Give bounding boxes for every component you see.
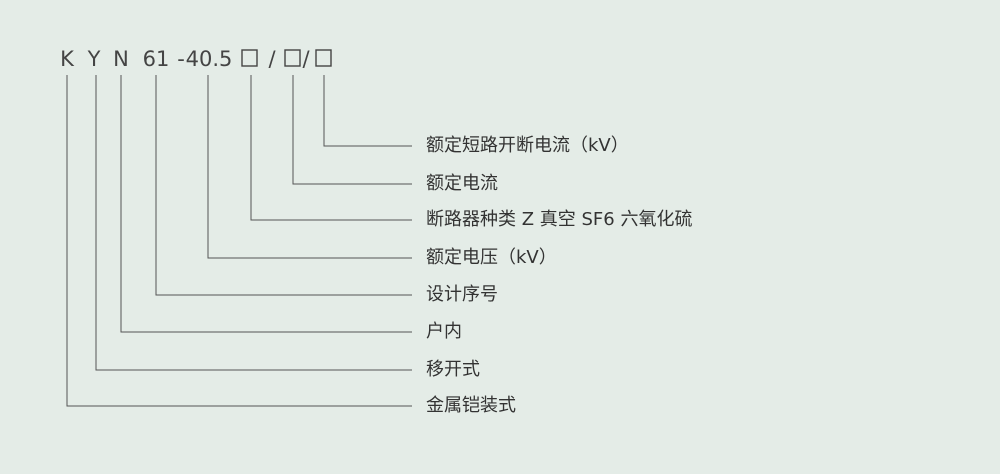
code-slash-2: / [302,47,310,71]
label-indoor: 户内 [426,321,462,342]
code-char-k: K [60,47,75,71]
code-voltage: 40.5 [186,47,233,71]
label-rated-short-circuit-breaking-current: 额定短路开断电流（kV） [426,135,629,156]
label-breaker-type: 断路器种类 Z 真空 SF6 六氧化硫 [426,209,693,230]
label-design-serial: 设计序号 [426,284,498,305]
leader-line-rated-voltage [207,75,412,259]
label-metal-armored: 金属铠装式 [426,395,516,416]
leader-line-rated-current [292,75,412,185]
label-rated-voltage: 额定电压（kV） [426,247,557,268]
code-box-breaking-current [315,49,332,67]
label-withdrawable: 移开式 [426,359,480,380]
leader-line-withdrawable [95,75,412,371]
leader-line-indoor [120,75,412,333]
code-box-rated-current [284,49,301,67]
leader-line-breaking-current [323,75,412,147]
code-series-number: 61 [143,47,170,71]
code-slash-1: / [268,47,276,71]
leader-line-design-serial [155,75,412,296]
code-dash: - [177,47,185,71]
code-char-y: Y [87,47,101,71]
leader-line-breaker-type [250,75,412,221]
label-rated-current: 额定电流 [426,173,498,194]
code-box-breaker-type [241,49,258,67]
leader-line-metal-armored [66,75,412,407]
code-char-n: N [113,47,129,71]
